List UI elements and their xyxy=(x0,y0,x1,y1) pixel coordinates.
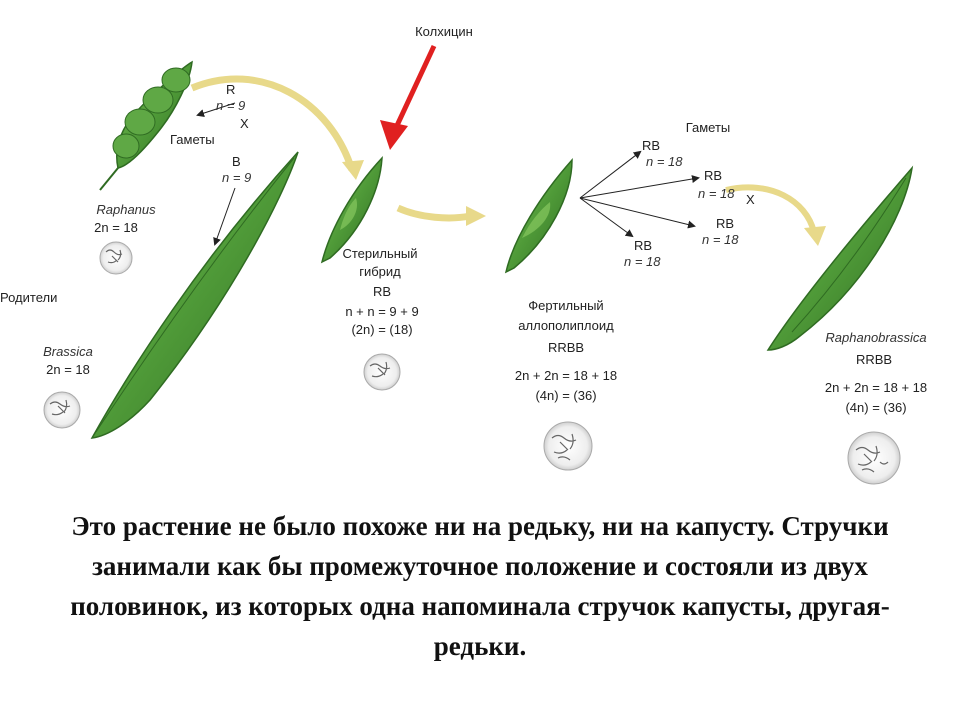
hybrid-genome: RB xyxy=(373,284,391,299)
hybridization-diagram: Колхицин R n = 9 X Гаметы B n = 9 Raphan… xyxy=(0,24,927,485)
gamete-b-name: B xyxy=(232,154,241,169)
yellow-arrow-to-raphanobrassica xyxy=(725,184,817,233)
colchicine-arrow xyxy=(391,44,437,134)
gamete-rb-2-name: RB xyxy=(704,168,722,183)
raphanobrassica-genome: RRBB xyxy=(856,352,892,367)
raphanobrassica-eq2: (4n) = (36) xyxy=(845,400,906,415)
raphanus-name: Raphanus xyxy=(96,202,156,217)
gamete-b-n: n = 9 xyxy=(222,170,251,185)
parents-label: Родители xyxy=(0,290,57,305)
brassica-formula: 2n = 18 xyxy=(46,362,90,377)
colchicine-label: Колхицин xyxy=(415,24,473,39)
brassica-pod-icon xyxy=(90,151,299,439)
raphanus-cell-icon xyxy=(99,241,133,275)
gamete-rb-4-name: RB xyxy=(634,238,652,253)
allopolyploid-genome: RRBB xyxy=(548,340,584,355)
gamete-fan-arrows xyxy=(579,150,700,238)
hybrid-line2: гибрид xyxy=(359,264,401,279)
allopolyploid-line2: аллополиплоид xyxy=(518,318,614,333)
gamete-r-name: R xyxy=(226,82,235,97)
hybrid-pod-icon xyxy=(320,155,383,264)
raphanus-pod-icon xyxy=(99,60,193,191)
raphanobrassica-name: Raphanobrassica xyxy=(825,330,926,345)
slide-caption: Это растение не было похоже ни на редьку… xyxy=(70,511,890,661)
allopolyploid-cell-icon xyxy=(543,421,593,471)
colchicine-arrowhead xyxy=(380,120,408,150)
gamete-b-arrow xyxy=(213,187,236,246)
raphanobrassica-cell-icon xyxy=(847,431,901,485)
allopolyploid-pod-icon xyxy=(504,158,573,274)
gamete-rb-1-name: RB xyxy=(642,138,660,153)
gamete-r-n: n = 9 xyxy=(216,98,245,113)
hybrid-eq2: (2n) = (18) xyxy=(351,322,412,337)
gametes-right-label: Гаметы xyxy=(686,120,731,135)
allopolyploid-eq2: (4n) = (36) xyxy=(535,388,596,403)
gamete-r-arrow xyxy=(196,102,236,117)
brassica-cell-icon xyxy=(43,391,81,429)
allopolyploid-eq1: 2n + 2n = 18 + 18 xyxy=(515,368,617,383)
gamete-rb-2-n: n = 18 xyxy=(698,186,735,201)
gamete-rb-1-n: n = 18 xyxy=(646,154,683,169)
gamete-rb-3-n: n = 18 xyxy=(702,232,739,247)
cross-right-label: X xyxy=(746,192,755,207)
raphanobrassica-eq1: 2n + 2n = 18 + 18 xyxy=(825,380,927,395)
yellow-arrowhead-allopolyploid xyxy=(466,206,486,226)
hybrid-eq1: n + n = 9 + 9 xyxy=(345,304,418,319)
yellow-arrow-to-allopolyploid xyxy=(396,204,471,222)
yellow-arrowhead-raphanobrassica xyxy=(804,226,826,246)
gametes-left-label: Гаметы xyxy=(170,132,215,147)
gamete-rb-4-n: n = 18 xyxy=(624,254,661,269)
cross-left-label: X xyxy=(240,116,249,131)
hybrid-cell-icon xyxy=(363,353,401,391)
gamete-rb-3-name: RB xyxy=(716,216,734,231)
yellow-arrow-to-hybrid xyxy=(190,75,356,172)
raphanus-formula: 2n = 18 xyxy=(94,220,138,235)
raphanobrassica-pod-icon xyxy=(766,165,914,351)
allopolyploid-line1: Фертильный xyxy=(528,298,603,313)
brassica-name: Brassica xyxy=(43,344,93,359)
hybrid-line1: Стерильный xyxy=(342,246,417,261)
yellow-arrowhead-hybrid xyxy=(342,160,364,180)
